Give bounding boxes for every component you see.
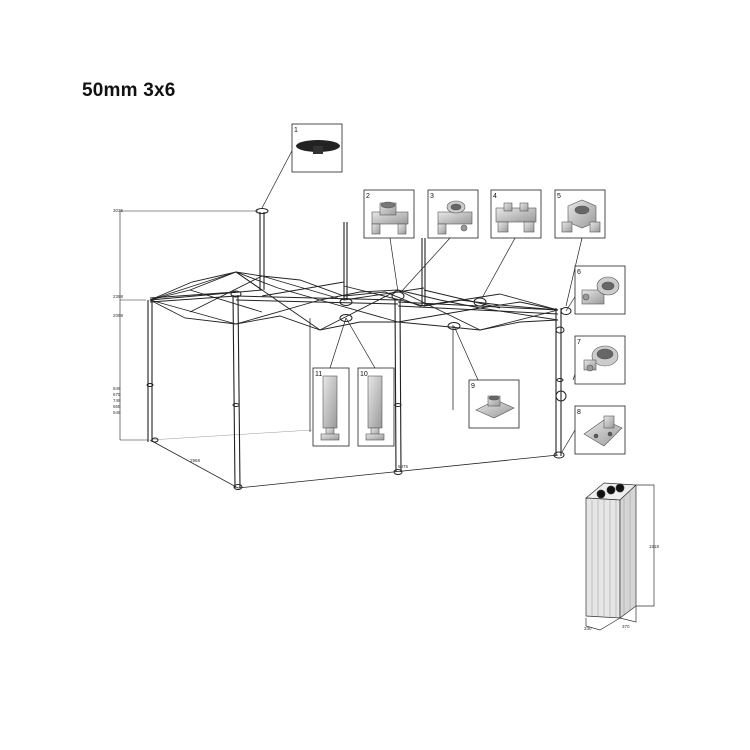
leg-mark-1: 846: [113, 386, 121, 391]
part-number-5: 5: [557, 193, 561, 200]
page-title: 50mm 3x6: [82, 80, 176, 101]
part-box-11: 11: [312, 367, 350, 447]
part-number-1: 1: [294, 127, 298, 134]
part-box-4: 4: [490, 189, 542, 239]
ground-outline: [149, 439, 559, 489]
part-number-10: 10: [360, 371, 368, 378]
part-box-2: 2: [363, 189, 415, 239]
clamp-connector-icon: [437, 200, 473, 235]
leg-mark-4: 665: [113, 404, 121, 409]
part-number-4: 4: [493, 193, 497, 200]
part-box-1: 1: [291, 123, 343, 173]
leg-insert-icon: [365, 375, 385, 441]
leg-mark-2: 675: [113, 392, 121, 397]
folded-canopy: [585, 482, 655, 631]
eave-height-label: 2098: [113, 313, 124, 318]
foot-plate-icon: [583, 415, 623, 447]
leg-mark-5: 546: [113, 410, 121, 415]
part-box-7: 7: [574, 335, 626, 385]
part-number-6: 6: [577, 269, 581, 276]
pipe-ring-icon: [583, 345, 619, 372]
depth-label: 2968: [190, 458, 201, 463]
part-number-11: 11: [315, 371, 322, 378]
folded-width-label: 330: [584, 626, 592, 631]
part-box-10: 10: [357, 367, 395, 447]
canopy-frame: [146, 144, 583, 490]
part-number-3: 3: [430, 193, 434, 200]
joints: [146, 208, 572, 490]
part-box-3: 3: [427, 189, 479, 239]
part-number-8: 8: [577, 409, 581, 416]
roof-truss: [149, 271, 559, 313]
peak-height-label: 2398: [113, 294, 124, 299]
legs: [147, 294, 562, 489]
length-label: 5875: [398, 464, 409, 469]
bracket-icon: [475, 395, 515, 419]
part-callouts: 1 2 3: [291, 123, 626, 455]
part-number-9: 9: [471, 383, 475, 390]
connector-icon: [371, 201, 409, 235]
corner-connector-icon: [561, 199, 601, 233]
callout-lines: [261, 144, 583, 453]
slider-clamp-icon: [581, 276, 620, 305]
top-cap-icon: [296, 140, 340, 154]
part-number-2: 2: [366, 193, 370, 200]
leg-insert-icon: [320, 375, 340, 441]
dimension-lines: [119, 210, 258, 441]
part-box-6: 6: [574, 265, 626, 315]
part-box-8: 8: [574, 405, 626, 455]
part-number-7: 7: [577, 339, 581, 346]
middle-connector-icon: [495, 202, 537, 233]
total-height-label: 3035: [113, 208, 124, 213]
leg-mark-3: 748: [113, 398, 121, 403]
folded-depth-label: 370: [622, 624, 630, 629]
part-box-5: 5: [554, 189, 606, 239]
part-box-9: 9: [468, 379, 520, 429]
folded-height-label: 1518: [649, 544, 660, 549]
